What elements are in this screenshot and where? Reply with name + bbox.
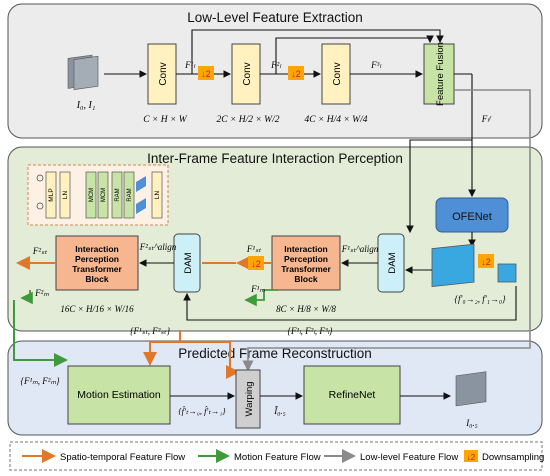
inset-ln2 [151,171,163,219]
inset-mcm1-label: MCM [89,188,95,202]
inset-mlp [45,171,57,219]
legend-downsample-label: Downsampling [482,452,544,463]
dim-b1-label: 8C × H/8 × W/8 [276,304,336,314]
inset-ram2 [123,171,135,219]
downsample-label-2: ↓2 [291,69,301,79]
f1-label: F¹ₗ [184,60,196,70]
motion-estimation-label: Motion Estimation [77,389,161,401]
fs2-label: F²ₛₜ [32,246,48,256]
fl-set-label: {F¹ₗ, F²ₗ, F³ₗ} [287,326,333,336]
dam-left-label: DAM [183,252,194,273]
dim1-label: C × H × W [143,115,188,125]
legend-lowlevel-label: Low-level Feature Flow [360,452,458,463]
downsample-icon-2 [288,66,304,80]
downsample-label-1: ↓2 [201,69,211,79]
inset-mcm2-label: MCM [101,188,107,202]
inset-ln1-label: LN [62,191,69,200]
fs1-label: F¹ₛₜ [246,244,262,254]
inset-shift-shape-1 [136,176,146,192]
feature-fusion-label: Feature Fusion [435,42,446,106]
input-frames-label: I₀, I₁ [76,100,96,111]
legend-motion-label: Motion Feature Flow [234,452,321,463]
conv1-label: Conv [158,62,169,85]
inset-ln1 [59,171,71,219]
inset-ln2-label: LN [154,191,161,200]
refinenet-block [303,365,401,425]
flow-map-small [497,263,517,283]
conv2-label: Conv [242,62,253,85]
flows-label: {f′₀→₂, f′₁→₀} [454,294,506,304]
legend-spatio-label: Spatio-temporal Feature Flow [60,452,185,463]
fs1-align-label: F¹ₛₜ^align [341,244,379,254]
i05-tilde-label: Ĩ₀.₅ [273,406,286,416]
output-frame-label: I₀.₅ [465,418,478,428]
inset-ram1 [111,171,123,219]
inset-mcm1 [85,171,97,219]
feature-fusion-block [423,43,455,105]
output-frame-image [455,371,487,407]
dim2-label: 2C × H/2 × W/2 [217,115,280,125]
inset-mlp-label: MLP [48,188,55,201]
f3-label: F³ₗ [370,60,382,70]
legend-downsample-icon [464,450,478,462]
downsample-icon-flow [478,254,494,268]
inter-frame-title: Inter-Frame Feature Interaction Percepti… [147,151,403,166]
warping-label: Warping [244,381,255,416]
downsample-icon-1 [198,66,214,80]
fs2-align-label: F²ₛₜ^align [139,242,177,252]
inset-ram2-label: RAM [127,188,133,201]
fm1-label: F¹ₘ [250,284,265,294]
reconstruction-title: Predicted Frame Reconstruction [178,346,372,361]
conv3-label: Conv [332,62,343,85]
low-level-title: Low-Level Feature Extraction [187,10,363,25]
flows-hat-label: {f̂′ₜ→₀, f̂′ₜ→₁} [178,405,226,416]
downsample-label-flow: ↓2 [481,257,491,267]
flow-map-large [431,243,475,288]
dim-b2-label: 16C × H/16 × W/16 [60,304,134,314]
downsample-icon-3 [248,256,264,270]
ipt-block-2 [55,235,139,291]
ofenet-label: OFENet [452,211,492,223]
inset-ram1-label: RAM [115,188,121,201]
warping-block [235,369,261,429]
dim3-label: 4C × H/4 × W/4 [305,115,368,125]
inset-mcm2 [97,171,109,219]
legend-frame [9,441,543,471]
downsample-label-3: ↓2 [251,259,261,269]
motion-estimation-block [67,365,171,425]
dam-right-label: DAM [387,252,398,273]
refinenet-label: RefineNet [329,389,376,401]
fm2-label: F²ₘ [34,288,49,298]
fst-set-label: {F¹ₛₜ, F²ₛₜ} [130,326,171,336]
legend-downsample-icon-label: ↓2 [467,453,476,462]
ff-label: Fₗᶠ [481,114,492,124]
ipt-block-1 [271,235,341,291]
fm-set-label: {F¹ₘ, F²ₘ} [20,376,60,386]
inset-shift-shape-2 [136,198,146,214]
conv3-block [321,43,351,105]
input-frames-image [67,54,99,90]
